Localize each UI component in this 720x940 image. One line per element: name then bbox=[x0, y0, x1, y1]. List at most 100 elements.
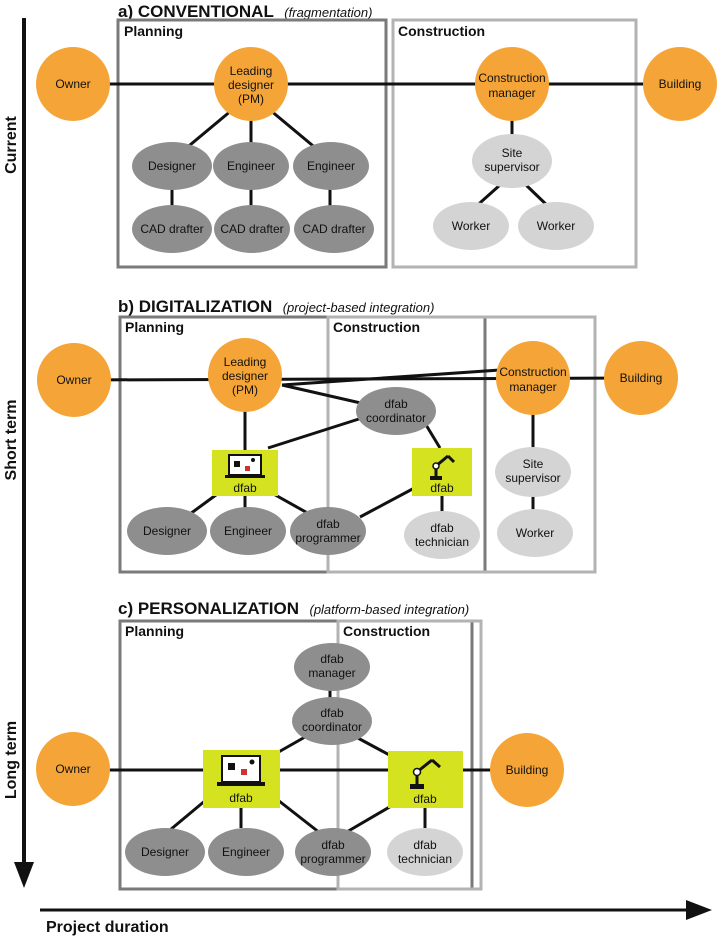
axis-label-current: Current bbox=[3, 115, 20, 173]
construction-label-c: Construction bbox=[343, 623, 430, 639]
node-dfab-coordinator-c: dfab coordinator bbox=[292, 697, 372, 745]
svg-text:Construction: Construction bbox=[499, 365, 566, 379]
construction-box-b bbox=[326, 315, 597, 574]
vertical-axis: Current Short term Long term bbox=[3, 18, 34, 888]
svg-text:dfab: dfab bbox=[320, 706, 344, 720]
planning-box-a bbox=[116, 18, 388, 269]
svg-text:supervisor: supervisor bbox=[484, 160, 539, 174]
svg-text:manager: manager bbox=[509, 380, 556, 394]
node-dfab-manager-c: dfab manager bbox=[294, 643, 370, 691]
section-a-title-line: a) CONVENTIONAL (fragmentation) bbox=[118, 2, 372, 21]
svg-text:CAD drafter: CAD drafter bbox=[140, 222, 203, 236]
section-b-title: b) DIGITALIZATION bbox=[118, 297, 272, 316]
computer-icon bbox=[217, 755, 265, 786]
node-worker-b: Worker bbox=[497, 509, 573, 557]
node-engineer-a2: Engineer bbox=[293, 142, 369, 190]
node-worker-a1: Worker bbox=[433, 202, 509, 250]
svg-text:Owner: Owner bbox=[56, 373, 91, 387]
section-b-subtitle: (project-based integration) bbox=[283, 300, 435, 315]
svg-text:Leading: Leading bbox=[230, 64, 273, 78]
svg-text:programmer: programmer bbox=[300, 852, 365, 866]
svg-text:coordinator: coordinator bbox=[302, 720, 362, 734]
section-c-title: c) PERSONALIZATION bbox=[118, 599, 299, 618]
horizontal-axis: Project duration bbox=[40, 900, 712, 936]
svg-text:Engineer: Engineer bbox=[307, 159, 355, 173]
axis-label-short-term: Short term bbox=[3, 400, 20, 481]
node-dfab-coordinator-b: dfab coordinator bbox=[356, 387, 436, 435]
svg-text:dfab: dfab bbox=[320, 652, 344, 666]
section-personalization: c) PERSONALIZATION (platform-based integ… bbox=[36, 599, 564, 891]
dfab-robot-b: dfab bbox=[412, 448, 472, 496]
node-construction-manager-b: Construction manager bbox=[496, 341, 570, 415]
dfab-computer-c: dfab bbox=[203, 750, 280, 808]
planning-label-c: Planning bbox=[125, 623, 184, 639]
svg-text:Building: Building bbox=[659, 77, 702, 91]
node-cad-drafter-a2: CAD drafter bbox=[214, 205, 290, 253]
svg-text:(PM): (PM) bbox=[238, 92, 264, 106]
node-dfab-programmer-c: dfab programmer bbox=[295, 828, 371, 876]
node-leading-designer-a: Leading designer (PM) bbox=[214, 47, 288, 121]
svg-text:CAD drafter: CAD drafter bbox=[220, 222, 283, 236]
svg-text:dfab: dfab bbox=[229, 791, 253, 805]
svg-text:Designer: Designer bbox=[141, 845, 189, 859]
svg-text:Worker: Worker bbox=[537, 219, 575, 233]
node-engineer-c: Engineer bbox=[208, 828, 284, 876]
svg-text:dfab: dfab bbox=[413, 838, 437, 852]
svg-text:programmer: programmer bbox=[295, 531, 360, 545]
planning-label-a: Planning bbox=[124, 23, 183, 39]
svg-text:designer: designer bbox=[228, 78, 274, 92]
svg-text:(PM): (PM) bbox=[232, 383, 258, 397]
node-owner-c: Owner bbox=[36, 732, 110, 806]
node-dfab-programmer-b: dfab programmer bbox=[290, 507, 366, 555]
node-building-a: Building bbox=[643, 47, 717, 121]
svg-text:technician: technician bbox=[398, 852, 452, 866]
svg-text:Engineer: Engineer bbox=[222, 845, 270, 859]
svg-text:dfab: dfab bbox=[384, 397, 408, 411]
robot-arm-icon bbox=[430, 454, 456, 480]
node-leading-designer-b: Leading designer (PM) bbox=[208, 338, 282, 412]
dfab-robot-c: dfab bbox=[388, 751, 463, 808]
construction-box-a bbox=[391, 18, 638, 269]
node-designer-c: Designer bbox=[125, 828, 205, 876]
construction-label-a: Construction bbox=[398, 23, 485, 39]
node-site-supervisor-a: Site supervisor bbox=[472, 134, 552, 188]
svg-text:designer: designer bbox=[222, 369, 268, 383]
svg-text:Designer: Designer bbox=[148, 159, 196, 173]
svg-text:Site: Site bbox=[502, 146, 523, 160]
section-conventional: a) CONVENTIONAL (fragmentation) Planning… bbox=[36, 2, 717, 269]
svg-text:technician: technician bbox=[415, 535, 469, 549]
svg-text:Engineer: Engineer bbox=[227, 159, 275, 173]
svg-text:manager: manager bbox=[308, 666, 355, 680]
node-engineer-b: Engineer bbox=[210, 507, 286, 555]
node-dfab-technician-c: dfab technician bbox=[387, 828, 463, 876]
svg-text:dfab: dfab bbox=[430, 521, 454, 535]
planning-box-b bbox=[118, 315, 487, 574]
construction-box-c bbox=[336, 619, 483, 891]
node-building-c: Building bbox=[490, 733, 564, 807]
svg-text:Site: Site bbox=[523, 457, 544, 471]
svg-text:Designer: Designer bbox=[143, 524, 191, 538]
svg-text:Building: Building bbox=[506, 763, 549, 777]
svg-text:dfab: dfab bbox=[430, 481, 454, 495]
node-owner-b: Owner bbox=[37, 343, 111, 417]
svg-text:dfab: dfab bbox=[413, 792, 437, 806]
svg-text:Building: Building bbox=[620, 371, 663, 385]
node-building-b: Building bbox=[604, 341, 678, 415]
node-engineer-a1: Engineer bbox=[213, 142, 289, 190]
svg-text:Leading: Leading bbox=[224, 355, 267, 369]
svg-text:manager: manager bbox=[488, 86, 535, 100]
node-construction-manager-a: Construction manager bbox=[475, 47, 549, 121]
section-c-subtitle: (platform-based integration) bbox=[309, 602, 469, 617]
svg-text:Worker: Worker bbox=[516, 526, 554, 540]
construction-label-b: Construction bbox=[333, 319, 420, 335]
svg-text:Owner: Owner bbox=[55, 77, 90, 91]
section-a-title: a) CONVENTIONAL bbox=[118, 2, 274, 21]
svg-text:dfab: dfab bbox=[321, 838, 345, 852]
section-b-title-line: b) DIGITALIZATION (project-based integra… bbox=[118, 297, 434, 316]
node-designer-a: Designer bbox=[132, 142, 212, 190]
svg-text:Worker: Worker bbox=[452, 219, 490, 233]
node-dfab-technician-b: dfab technician bbox=[404, 511, 480, 559]
computer-icon bbox=[225, 454, 265, 478]
axis-label-project-duration: Project duration bbox=[46, 919, 169, 936]
svg-text:Engineer: Engineer bbox=[224, 524, 272, 538]
